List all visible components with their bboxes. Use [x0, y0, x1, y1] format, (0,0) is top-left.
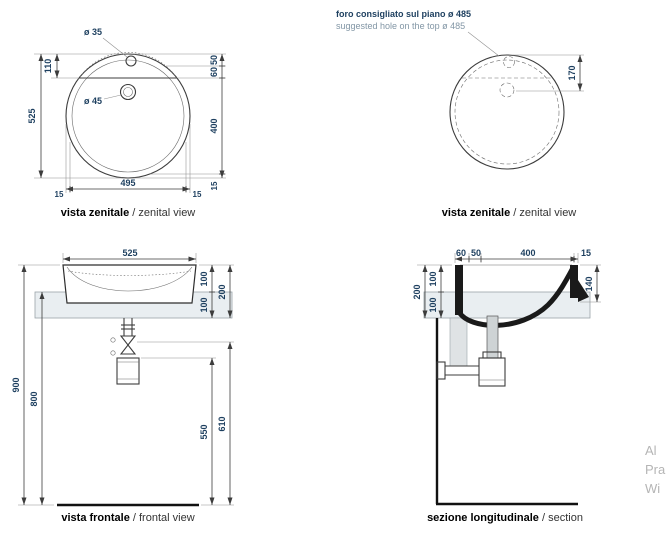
rim-left-section [455, 265, 463, 315]
fixing-screw [110, 337, 116, 343]
dim-hole-35: ø 35 [84, 27, 102, 37]
dim-610: 610 [217, 416, 227, 431]
dim-525-frontal: 525 [122, 248, 137, 258]
dim-15: 15 [581, 248, 591, 258]
caption-bold: vista zenitale [60, 207, 130, 219]
dim-60: 60 [456, 248, 466, 258]
dim-140: 140 [584, 276, 594, 291]
dim-200-section: 200 [412, 284, 422, 299]
dim-drain-45: ø 45 [84, 96, 102, 106]
dim-100-lower: 100 [199, 297, 209, 312]
caption-rest: / section [541, 512, 583, 524]
bowl-section [456, 264, 577, 328]
trap-body [478, 357, 506, 387]
dim-15-bottom-left: 15 [55, 190, 64, 199]
dim-900: 900 [11, 377, 21, 392]
zenital-view-right: 170 [449, 31, 584, 170]
suggested-hole-note: foro consigliato sul piano ø 485 suggest… [336, 8, 471, 32]
watermark-line: Al [645, 443, 657, 458]
frontal-view: 525 900 800 100 100 200 550 [11, 248, 234, 507]
dim-525: 525 [27, 108, 37, 123]
watermark: Al Pra Wi [645, 441, 665, 498]
dim-200: 200 [217, 284, 227, 299]
dim-170: 170 [567, 65, 577, 80]
overflow-wedge [578, 280, 589, 302]
caption-zenital-right: vista zenitale / zenital view [389, 207, 629, 219]
dim-100-upper-section: 100 [428, 271, 438, 286]
dim-50: 50 [209, 55, 219, 65]
caption-bold: vista frontale [61, 512, 130, 524]
leader-faucet-hole [102, 37, 128, 58]
caption-rest: / zenital view [513, 207, 577, 219]
drain-hole-inner [123, 87, 133, 97]
caption-zenital-left: vista zenitale / zenital view [8, 207, 248, 219]
caption-bold: sezione longitudinale [427, 512, 539, 524]
zenital-view-left: ø 35 ø 45 525 110 50 60 400 15 495 15 [27, 27, 226, 199]
dim-15-right: 15 [210, 181, 219, 190]
basin-inner-rim [71, 59, 185, 173]
bowl-back-edge [67, 270, 192, 276]
caption-rest: / frontal view [132, 512, 195, 524]
suggested-hole-circle [454, 59, 560, 165]
dim-50: 50 [471, 248, 481, 258]
dim-110: 110 [43, 59, 53, 74]
trap-body [116, 357, 140, 385]
basin-outer-rim [449, 54, 565, 170]
drain-hole-hidden [499, 82, 515, 98]
dim-100-upper: 100 [199, 271, 209, 286]
basin-body [62, 264, 197, 304]
caption-bold: vista zenitale [441, 207, 511, 219]
dim-15-bottom-right: 15 [193, 190, 202, 199]
valve-bottom [119, 344, 137, 355]
basin-outer-rim [65, 53, 191, 179]
caption-frontal: vista frontale / frontal view [8, 512, 248, 524]
section-view: 60 50 400 15 200 100 100 140 [412, 248, 601, 506]
countertop [423, 291, 591, 319]
dim-800: 800 [29, 391, 39, 406]
basin-shadow [449, 317, 468, 367]
dim-60: 60 [209, 67, 219, 77]
dim-495: 495 [120, 178, 135, 188]
faucet-hole-hidden [503, 56, 515, 68]
leader-drain-hole [103, 94, 122, 100]
wall-flange [436, 361, 446, 380]
note-english: suggested hole on the top ø 485 [336, 21, 466, 31]
bowl-curve [66, 266, 193, 292]
faucet-hole [125, 55, 137, 67]
note-italian: foro consigliato sul piano ø 485 [336, 9, 472, 19]
caption-rest: / zenital view [132, 207, 196, 219]
watermark-line: Pra [645, 462, 666, 477]
dim-100-lower-section: 100 [428, 297, 438, 312]
fixing-screw [110, 350, 116, 356]
drain-hole-outer [119, 83, 137, 101]
watermark-line: Wi [645, 481, 661, 496]
dim-400: 400 [520, 248, 535, 258]
dim-550: 550 [199, 424, 209, 439]
note-leader [467, 31, 500, 57]
rim-right-section [570, 265, 578, 298]
caption-section: sezione longitudinale / section [380, 512, 630, 524]
dim-400: 400 [209, 118, 219, 133]
valve-top [119, 335, 137, 346]
rim-projection-arc [77, 52, 179, 81]
